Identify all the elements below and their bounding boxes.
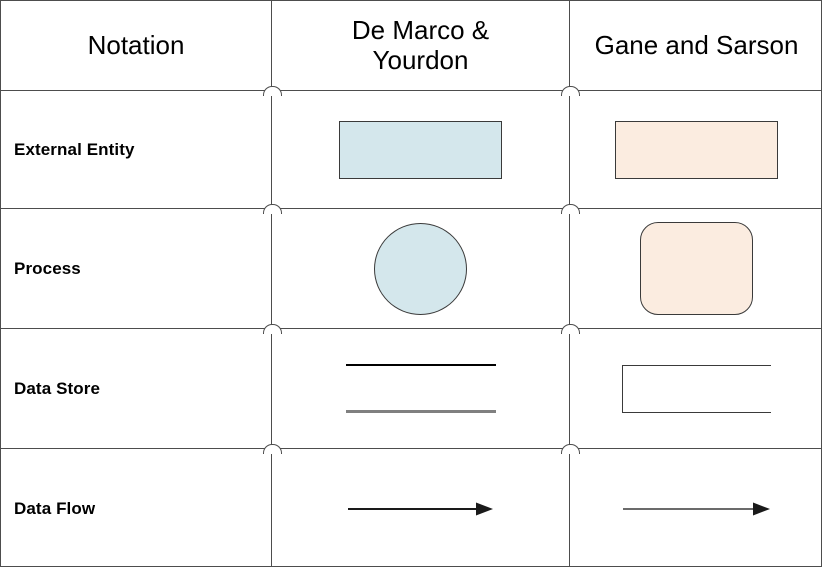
row-divider-2 (1, 208, 821, 209)
row-label-text: Data Store (14, 378, 101, 398)
data-store-line-bottom (345, 410, 496, 413)
cell-process-demarco (272, 209, 569, 328)
external-entity-rectangle-demarco-icon (339, 120, 502, 179)
cell-external-entity-demarco (272, 91, 569, 208)
column-header-notation: Notation (87, 29, 185, 60)
header-cell-demarco: De Marco & Yourdon (272, 1, 569, 90)
row-label-text: External Entity (14, 139, 135, 159)
row-label-data-store: Data Store (1, 329, 271, 448)
column-divider-1 (271, 1, 272, 566)
column-divider-2 (569, 1, 570, 566)
header-cell-notation: Notation (1, 1, 271, 90)
external-entity-rectangle-gane-icon (615, 120, 778, 179)
cell-process-gane (570, 209, 821, 328)
header-cell-gane: Gane and Sarson (570, 1, 821, 90)
cell-data-store-gane (570, 329, 821, 448)
data-store-open-rectangle-gane-icon (622, 364, 771, 413)
row-label-external-entity: External Entity (1, 91, 271, 208)
cell-data-store-demarco (272, 329, 569, 448)
row-divider-4 (1, 448, 821, 449)
data-flow-arrow-demarco-icon (347, 502, 493, 515)
data-store-line-top (345, 364, 496, 366)
data-flow-arrow-gane-icon (622, 502, 770, 515)
row-divider-1 (1, 90, 821, 91)
cell-external-entity-gane (570, 91, 821, 208)
process-circle-demarco-icon (374, 222, 467, 315)
row-divider-3 (1, 328, 821, 329)
row-label-process: Process (1, 209, 271, 328)
cell-data-flow-demarco (272, 449, 569, 566)
row-label-data-flow: Data Flow (1, 449, 271, 566)
data-store-parallel-lines-demarco-icon (345, 364, 496, 413)
column-header-gane-sarson: Gane and Sarson (594, 29, 799, 60)
row-label-text: Data Flow (14, 498, 96, 518)
process-rounded-rectangle-gane-icon (640, 222, 753, 315)
row-label-text: Process (14, 258, 81, 278)
column-header-demarco-yourdon: De Marco & Yourdon (351, 15, 490, 75)
cell-data-flow-gane (570, 449, 821, 566)
